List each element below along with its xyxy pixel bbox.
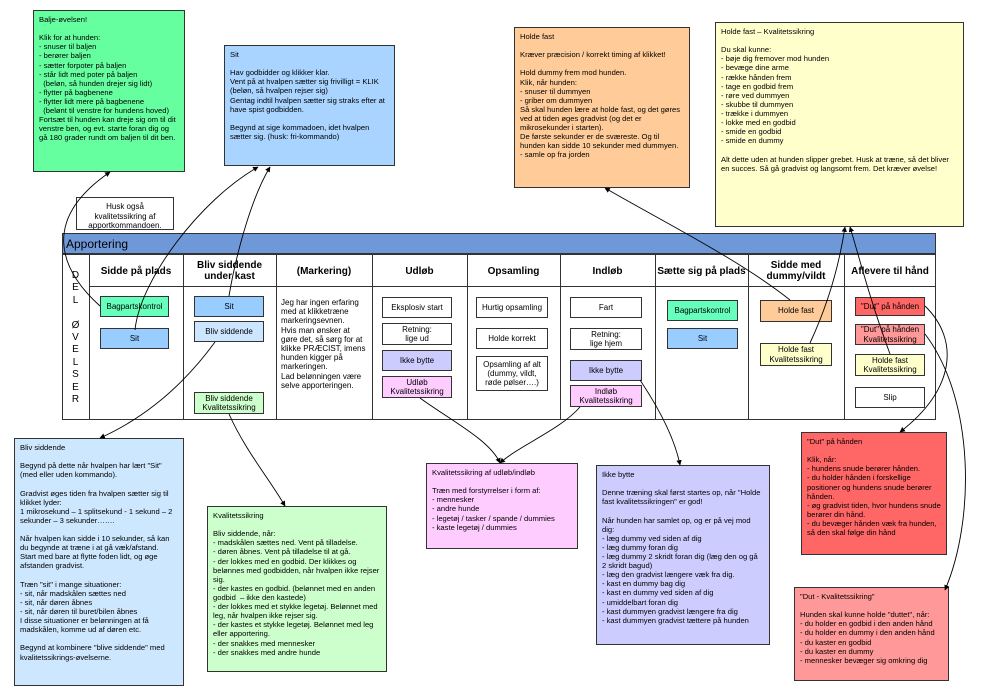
column-divider	[844, 254, 845, 420]
arrow-dut-to-note	[899, 305, 948, 433]
box-saette-bagpartskontrol: Bagpartskontrol	[667, 300, 738, 321]
column-divider	[467, 254, 468, 420]
column-divider	[560, 254, 561, 420]
box-aflevere-holde-fast-kvalitetssikring: Holde fast Kvalitetssikring	[855, 354, 925, 376]
box-bliv-siddende-kvalitetssikring: Bliv siddende Kvalitetssikring	[194, 392, 264, 414]
box-udlob-ikke-bytte: Ikke bytte	[382, 350, 452, 371]
arrow-blivsit-to-sitnote	[228, 166, 271, 297]
column-header-opsamling: Opsamling	[487, 265, 540, 277]
arrow-blivkval-to-kvalnote	[228, 413, 286, 507]
column-header-sidde-paa-plads: Sidde på plads	[100, 265, 172, 277]
box-slip: Slip	[855, 387, 925, 408]
column-header-udlob: Udløb	[405, 265, 434, 277]
side-label-del-ovelser: D E L Ø V E L S E R	[71, 270, 80, 406]
note-holde-fast-kvalitetssikring: Holde fast – Kvalitetssikring Du skal ku…	[715, 22, 964, 227]
box-sidde-sit: Sit	[100, 328, 169, 349]
note-kvalitetssikring-bliv-siddende: Kvalitetssikring Bliv siddende, når: - m…	[207, 506, 387, 672]
box-sidde-holde-fast-kvalitetssikring: Holde fast Kvalitetssikring	[760, 343, 832, 366]
exercise-grid	[62, 254, 936, 420]
column-header-aflevere: Aflevere til hånd	[851, 265, 929, 277]
box-udlob-kvalitetssikring: Udløb Kvalitetssikring	[382, 376, 452, 398]
box-indlob-kvalitetssikring: Indløb Kvalitetssikring	[570, 385, 642, 407]
arrow-sit-to-sitnote	[134, 166, 259, 331]
column-divider	[655, 254, 656, 420]
column-divider	[372, 254, 373, 420]
box-bliv-sit: Sit	[194, 296, 264, 317]
box-udlob-retning: Retning: lige ud	[382, 323, 452, 345]
arrow-dutkval-to-note	[924, 333, 966, 591]
text-markering: Jeg har ingen erfaring med at klikketræn…	[281, 298, 366, 390]
diagram-title: Apportering	[62, 233, 936, 254]
column-header-saette-sig: Sætte sig på plads	[657, 265, 746, 277]
box-indlob-fart: Fart	[570, 297, 642, 318]
column-divider	[89, 254, 90, 420]
box-dut-kvalitetssikring: "Dut" på hånden Kvalitetssikring	[855, 324, 925, 345]
column-header-indlob: Indløb	[592, 265, 623, 277]
header-divider	[89, 286, 936, 287]
box-sidde-holde-fast: Holde fast	[760, 300, 832, 322]
note-dut-paa-haanden: "Dut" på hånden Klik, når: - hundens snu…	[801, 432, 947, 555]
arrow-aflholdekval-to-note	[848, 226, 891, 355]
column-header-sidde-med-dummy: Sidde med dummy/vildt	[766, 260, 826, 282]
box-sidde-bagpartskontrol: Bagpartskontrol	[100, 296, 169, 317]
note-holde-fast: Holde fast Kræver præcision / korrekt ti…	[514, 27, 690, 188]
column-divider	[748, 254, 749, 420]
box-opsamling-af-alt: Opsamling af alt (dummy, vildt, røde pøl…	[476, 356, 548, 391]
arrow-bliv-to-blivnote	[99, 341, 216, 439]
arrow-ikkebytte-to-note	[639, 379, 682, 466]
arrow-bagpart-to-balje	[63, 171, 111, 307]
box-indlob-retning: Retning: lige hjem	[570, 328, 642, 350]
note-ikke-bytte: Ikke bytte Denne træning skal først star…	[596, 465, 770, 645]
arrow-indlobkval-to-kvalnote	[499, 406, 581, 464]
box-udlob-eksplosiv-start: Eksplosiv start	[382, 297, 452, 318]
column-divider	[183, 254, 184, 420]
column-divider	[276, 254, 277, 420]
note-kvalitetssikring-udlob-indlob: Kvalitetssikring af udløb/indløb Træn me…	[426, 463, 578, 549]
note-sit: Sit Hav godbidder og klikker klar. Vent …	[224, 45, 395, 166]
box-saette-sit: Sit	[667, 328, 738, 349]
note-balje-ovelsen: Balje-øvelsen! Klik for at hunden: - snu…	[33, 10, 185, 172]
column-header-bliv-siddende: Bliv siddende under kast	[196, 260, 262, 282]
note-dut-kvalitetssikring: "Dut - Kvalitetssikring" Hunden skal kun…	[794, 587, 949, 681]
box-indlob-ikke-bytte: Ikke bytte	[570, 360, 642, 381]
box-holde-korrekt: Holde korrekt	[476, 328, 548, 349]
arrow-holdefast-to-note	[604, 187, 791, 301]
box-hurtig-opsamling: Hurtig opsamling	[476, 297, 548, 318]
arrow-udlobkval-to-kvalnote	[419, 397, 501, 464]
note-husk-kvalitetssikring: Husk også kvalitetssikring af apportkomm…	[76, 197, 174, 230]
column-header-markering: (Markering)	[296, 265, 352, 277]
box-bliv-siddende: Bliv siddende	[194, 321, 264, 342]
arrow-holdekval-to-note	[809, 226, 847, 344]
note-bliv-siddende: Bliv siddende Begynd på dette når hvalpe…	[14, 438, 184, 686]
